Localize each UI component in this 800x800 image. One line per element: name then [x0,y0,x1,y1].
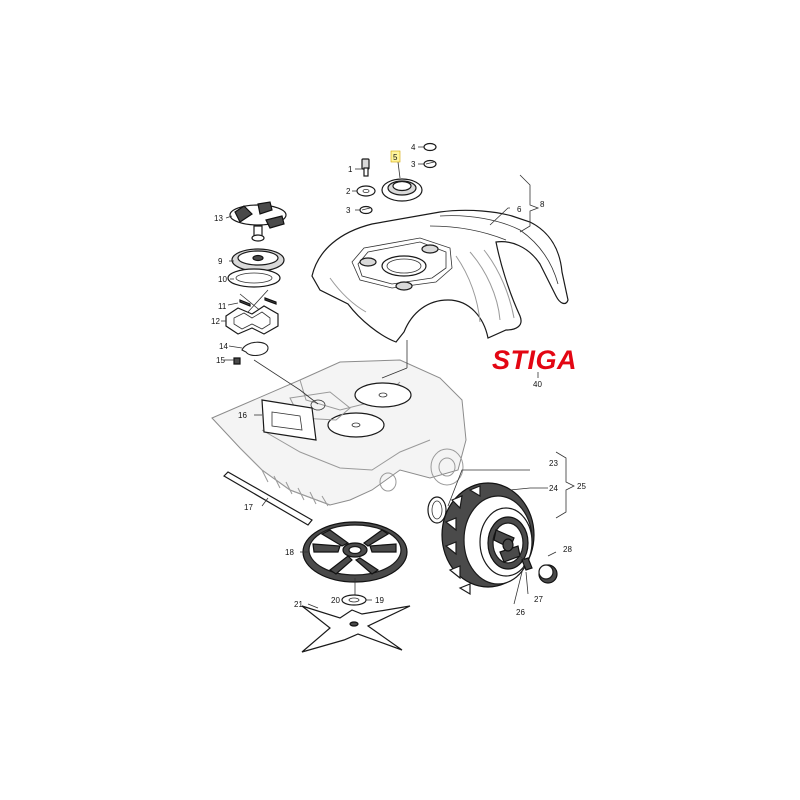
callout-16: 16 [238,411,247,420]
callout-20: 20 [331,596,340,605]
cover-bracket [489,174,540,233]
callout-11: 11 [218,302,227,311]
callout-25: 25 [577,482,586,491]
callout-23: 23 [549,459,558,468]
height-adjust-parts [221,201,319,405]
callout-12: 12 [211,317,220,326]
callout-18: 18 [285,548,294,557]
circuit-board [254,399,317,441]
top-cover [311,209,569,379]
callout-labels: 1 2 3 3 4 5 6 8 9 10 11 12 13 14 15 16 1… [211,143,586,617]
rear-wheel-assembly [427,451,575,605]
cutting-blade [301,594,411,653]
chassis-body [211,359,467,507]
callout-14: 14 [219,342,228,351]
callout-1: 1 [348,165,353,174]
callout-27: 27 [534,595,543,604]
callout-5-highlight [390,150,401,163]
callout-2: 2 [346,187,351,196]
callout-4: 4 [411,143,416,152]
callout-15: 15 [216,356,225,365]
blade-disc [300,521,408,598]
callout-13: 13 [214,214,223,223]
top-small-parts [352,142,437,215]
callout-3: 3 [346,206,351,215]
callout-5: 5 [393,153,398,162]
callout-26: 26 [516,608,525,617]
callout-6: 6 [517,205,522,214]
callout-8: 8 [540,200,545,209]
callout-21: 21 [294,600,303,609]
stiga-logo: STIGA [492,345,577,378]
callout-24: 24 [549,484,558,493]
callout-3-right: 3 [411,160,416,169]
brand-logo-text: STIGA [492,345,577,375]
callout-9: 9 [218,257,223,266]
callout-19: 19 [375,596,384,605]
callout-40: 40 [533,380,542,389]
callout-28: 28 [563,545,572,554]
callout-17: 17 [244,503,253,512]
callout-10: 10 [218,275,227,284]
axle-rod [223,471,313,526]
